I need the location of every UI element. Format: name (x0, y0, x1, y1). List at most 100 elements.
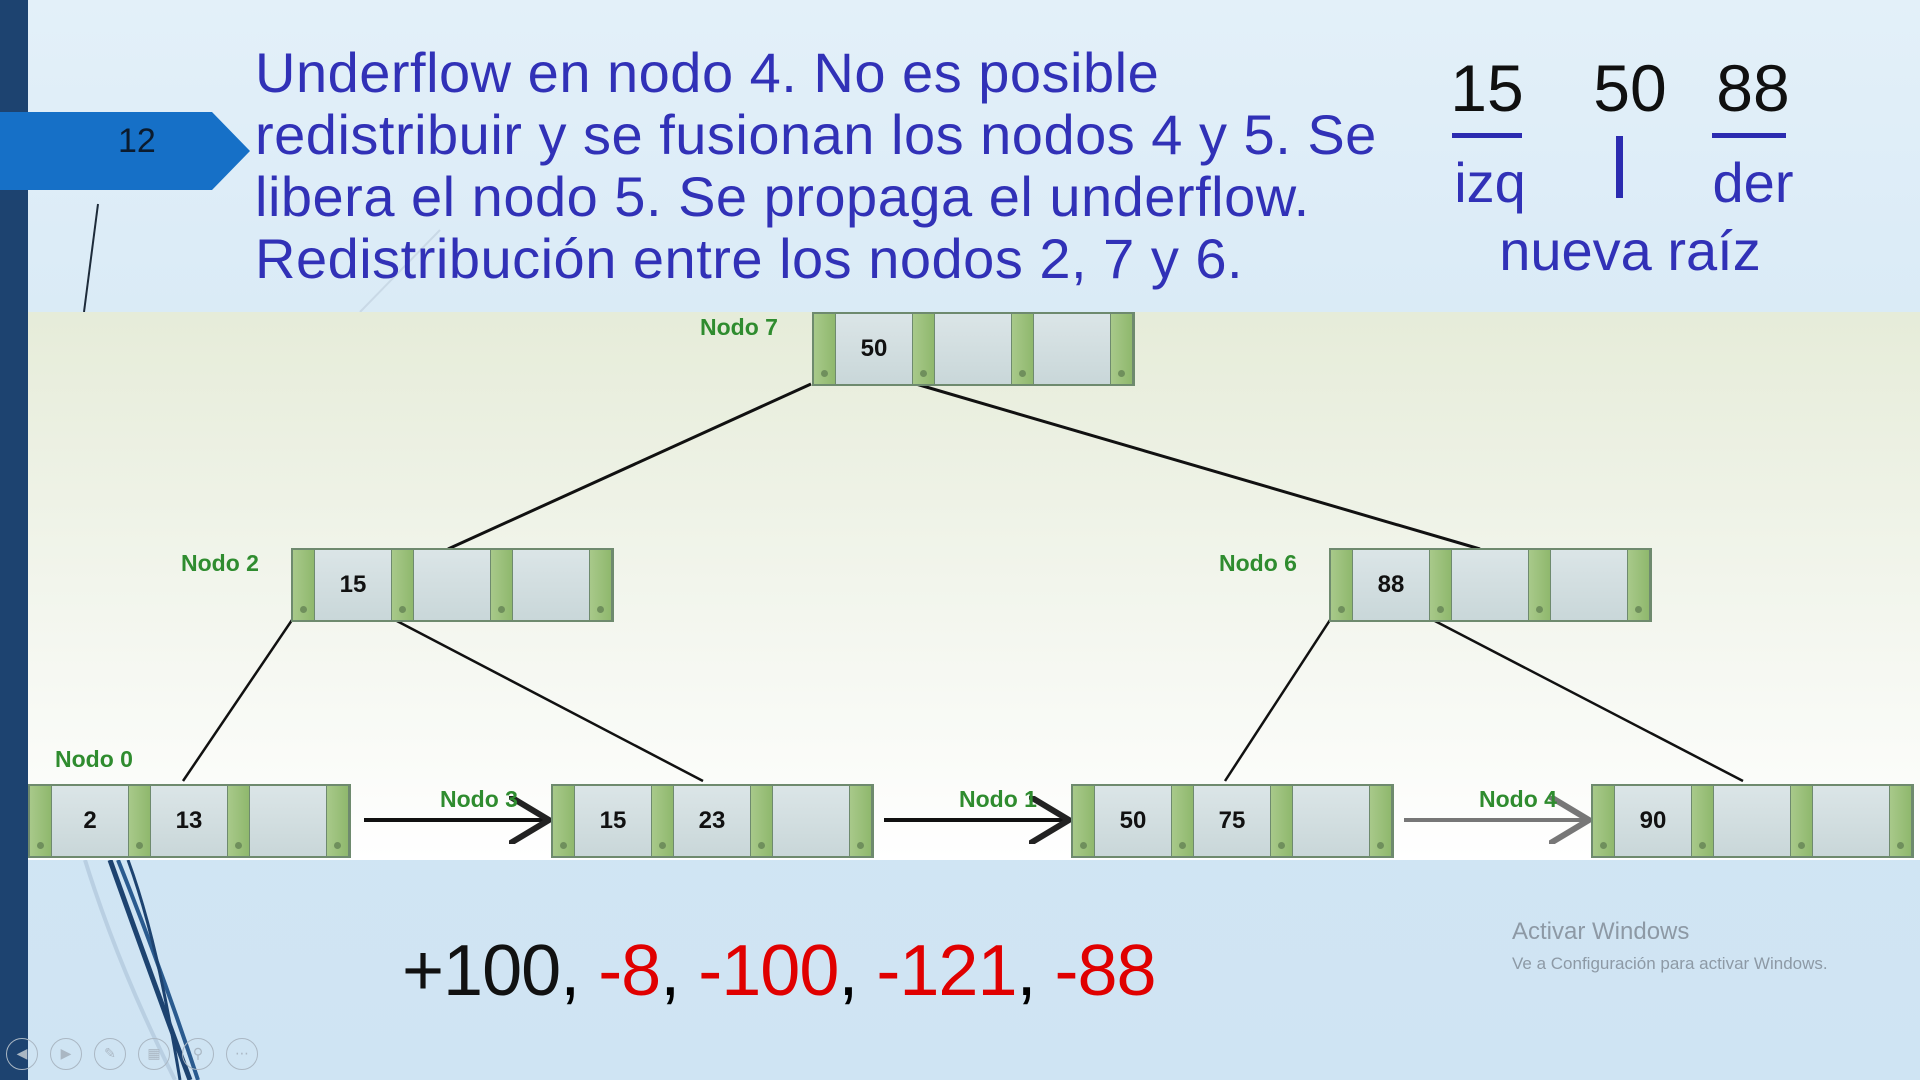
watermark-subtitle: Ve a Configuración para activar Windows. (1512, 954, 1828, 973)
operation-separator: , (838, 931, 877, 1011)
pointer-slot (1430, 550, 1452, 620)
pointer-slot (1791, 786, 1813, 856)
key-cell: 75 (1194, 786, 1271, 856)
key-cell (414, 550, 491, 620)
operations-sequence: +100, -8, -100, -121, -88 (402, 930, 1157, 1012)
root-caption: nueva raíz (1499, 219, 1761, 282)
edge-6-1 (1223, 619, 1332, 782)
operation-remove: -100 (698, 931, 839, 1011)
root-key-middle: 50 (1593, 51, 1667, 125)
node3-label: Nodo 3 (440, 786, 518, 812)
node6-label: Nodo 6 (1219, 550, 1297, 576)
slide-number: 12 (118, 122, 156, 160)
key-cell (513, 550, 590, 620)
operation-insert: +100 (402, 931, 561, 1011)
key-cell: 15 (575, 786, 652, 856)
operation-separator: , (560, 931, 599, 1011)
activate-windows-watermark: Activar Windows Ve a Configuración para … (1512, 918, 1828, 974)
watermark-title: Activar Windows (1512, 918, 1690, 945)
key-cell: 50 (1095, 786, 1172, 856)
key-cell (1293, 786, 1370, 856)
pointer-slot (850, 786, 872, 856)
key-cell (1034, 314, 1111, 384)
pointer-slot (30, 786, 52, 856)
pointer-slot (1628, 550, 1650, 620)
pointer-slot (293, 550, 315, 620)
zoom-icon[interactable]: ⚲ (182, 1038, 214, 1070)
node0-label: Nodo 0 (55, 746, 133, 772)
key-cell (1452, 550, 1529, 620)
previous-icon[interactable]: ◀ (6, 1038, 38, 1070)
slides-grid-icon[interactable]: ▦ (138, 1038, 170, 1070)
key-cell: 90 (1615, 786, 1692, 856)
key-cell (1813, 786, 1890, 856)
pointer-slot (751, 786, 773, 856)
pointer-slot (392, 550, 414, 620)
node4-label: Nodo 4 (1479, 786, 1557, 812)
node1-label: Nodo 1 (959, 786, 1037, 812)
pointer-slot (228, 786, 250, 856)
pointer-slot (1271, 786, 1293, 856)
operation-separator: , (660, 931, 699, 1011)
pointer-slot (553, 786, 575, 856)
key-cell: 2 (52, 786, 129, 856)
title-line-4: Redistribución entre los nodos 2, 7 y 6. (255, 227, 1244, 290)
next-icon[interactable]: ▶ (50, 1038, 82, 1070)
key-cell: 23 (674, 786, 751, 856)
key-cell: 13 (151, 786, 228, 856)
edge-7-2 (447, 382, 812, 551)
pointer-slot (1890, 786, 1912, 856)
title-line-1: Underflow en nodo 4. No es posible (255, 41, 1160, 104)
operation-remove: -88 (1054, 931, 1157, 1011)
root-key-left: 15 (1450, 51, 1524, 125)
node6: 88 (1329, 548, 1652, 622)
key-cell: 88 (1353, 550, 1430, 620)
pointer-slot (652, 786, 674, 856)
node7-label: Nodo 7 (700, 314, 778, 340)
pointer-slot (590, 550, 612, 620)
edge-7-6 (915, 382, 1481, 551)
pen-icon[interactable]: ✎ (94, 1038, 126, 1070)
title-line-2: redistribuir y se fusionan los nodos 4 y… (255, 103, 1377, 166)
node2-label: Nodo 2 (181, 550, 259, 576)
pointer-slot (1111, 314, 1133, 384)
slide-title: Underflow en nodo 4. No es posible redis… (255, 42, 1435, 290)
tree-diagram-panel: Nodo 7 50 Nodo 2 15 Nodo 6 88 Nodo 0 2 1… (28, 312, 1920, 860)
pointer-slot (129, 786, 151, 856)
more-options-icon[interactable]: ⋯ (226, 1038, 258, 1070)
pointer-slot (1012, 314, 1034, 384)
root-middle-pointer (1616, 136, 1623, 198)
key-cell (1551, 550, 1628, 620)
node2: 15 (291, 548, 614, 622)
pointer-slot (1172, 786, 1194, 856)
root-right-label: der (1712, 151, 1794, 214)
pointer-slot (1593, 786, 1615, 856)
pointer-slot (814, 314, 836, 384)
pointer-slot (1331, 550, 1353, 620)
root-left-underline (1452, 133, 1522, 138)
tree-edges (181, 382, 1744, 860)
key-cell (935, 314, 1012, 384)
pointer-slot (1370, 786, 1392, 856)
key-cell: 50 (836, 314, 913, 384)
title-line-3: libera el nodo 5. Se propaga el underflo… (255, 165, 1310, 228)
key-cell (773, 786, 850, 856)
node7: 50 (812, 312, 1135, 386)
node3: 15 23 (551, 784, 874, 858)
pointer-slot (327, 786, 349, 856)
edge-2-3 (394, 618, 704, 783)
edge-2-0 (181, 619, 294, 782)
pointer-slot (1529, 550, 1551, 620)
edge-6-4 (1432, 618, 1744, 783)
operation-remove: -8 (598, 931, 661, 1011)
key-cell: 15 (315, 550, 392, 620)
pointer-slot (913, 314, 935, 384)
node0: 2 13 (28, 784, 351, 858)
operation-remove: -121 (876, 931, 1017, 1011)
operation-separator: , (1016, 931, 1055, 1011)
pointer-slot (1073, 786, 1095, 856)
key-cell (250, 786, 327, 856)
pointer-slot (1692, 786, 1714, 856)
node1: 50 75 (1071, 784, 1394, 858)
root-key-right: 88 (1716, 51, 1790, 125)
